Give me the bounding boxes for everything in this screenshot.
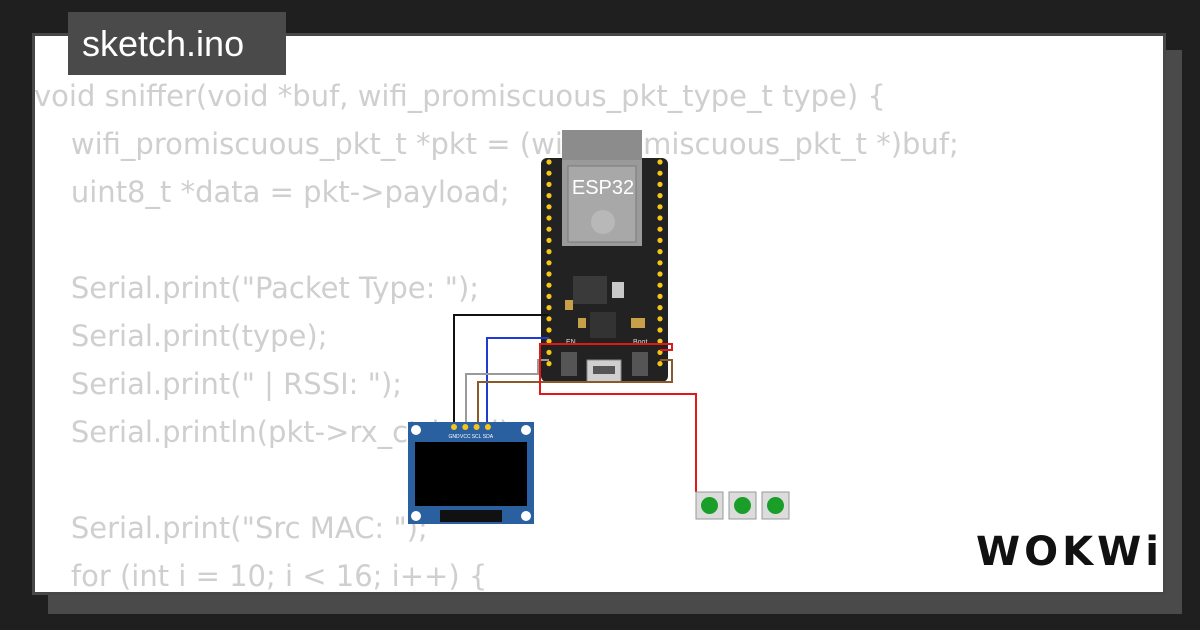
header-pin [657,282,663,288]
gnd-wire [453,314,549,422]
header-pin [657,271,663,277]
oled-screen [415,442,527,506]
oled-pin [451,424,457,430]
header-pin [546,170,552,176]
oled-pin-label: VCC [460,434,471,440]
header-pin [657,293,663,299]
wokwi-logo: WOKWi [976,529,1163,575]
button-wire [539,343,697,492]
header-pin [546,305,552,311]
header-pin [546,293,552,299]
header-pin [657,226,663,232]
header-pin [546,159,552,165]
filename-tab[interactable]: sketch.ino [68,12,286,75]
code-line: for (int i = 10; i < 16; i++) { [34,559,488,593]
header-pin [657,170,663,176]
boot-button[interactable] [632,352,648,376]
header-pin [657,181,663,187]
header-pin [546,361,552,367]
oled-pin [473,424,480,430]
header-pin [546,237,552,243]
oled-pin [484,424,491,430]
espressif-logo-icon [591,210,615,234]
header-pin [657,204,663,210]
boot-label: Boot [633,339,647,346]
header-pin [657,260,663,266]
header-pin [546,215,552,221]
header-pin [657,237,663,243]
header-pin [546,204,552,210]
header-pin [657,327,663,333]
header-pin [546,349,552,355]
header-pin [657,215,663,221]
vcc-wire [486,337,549,422]
header-pin [657,316,663,322]
pushbuttons [695,491,790,520]
header-pin [546,271,552,277]
header-pin [657,193,663,199]
header-pin [546,181,552,187]
left-pin-header [546,159,552,367]
oled-pin-label: SDA [483,434,494,440]
pushbutton[interactable] [695,491,724,520]
header-pin [657,361,663,367]
header-pin [546,249,552,255]
code-line: void sniffer(void *buf, wifi_promiscuous… [34,79,886,113]
oled-pin-label: GND [448,434,460,440]
en-label: EN [566,339,576,346]
header-pin [546,282,552,288]
oled-pin-label: SCL [472,434,482,440]
esp32-board[interactable]: ESP32 EN Boot [541,130,668,383]
header-pin [546,193,552,199]
header-pin [546,338,552,344]
code-line: Serial.print(type); [34,319,328,353]
oled-pin [462,424,469,430]
code-line: Serial.print("Packet Type: "); [34,271,480,305]
code-line: Serial.print(" | RSSI: "); [34,367,403,401]
header-pin [546,327,552,333]
header-pin [657,249,663,255]
header-pin [657,338,663,344]
en-button[interactable] [561,352,577,376]
header-pin [657,349,663,355]
scl-wire [465,359,549,422]
header-pin [546,226,552,232]
esp32-label: ESP32 [572,177,634,199]
sda-wire [477,359,673,422]
header-pin [546,260,552,266]
header-pin [657,305,663,311]
code-preview: void sniffer(void *buf, wifi_promiscuous… [34,72,959,600]
pushbutton[interactable] [761,491,790,520]
header-pin [546,316,552,322]
code-line: uint8_t *data = pkt->payload; [34,175,510,209]
header-pin [657,159,663,165]
pushbutton[interactable] [728,491,757,520]
right-pin-header [657,159,663,367]
